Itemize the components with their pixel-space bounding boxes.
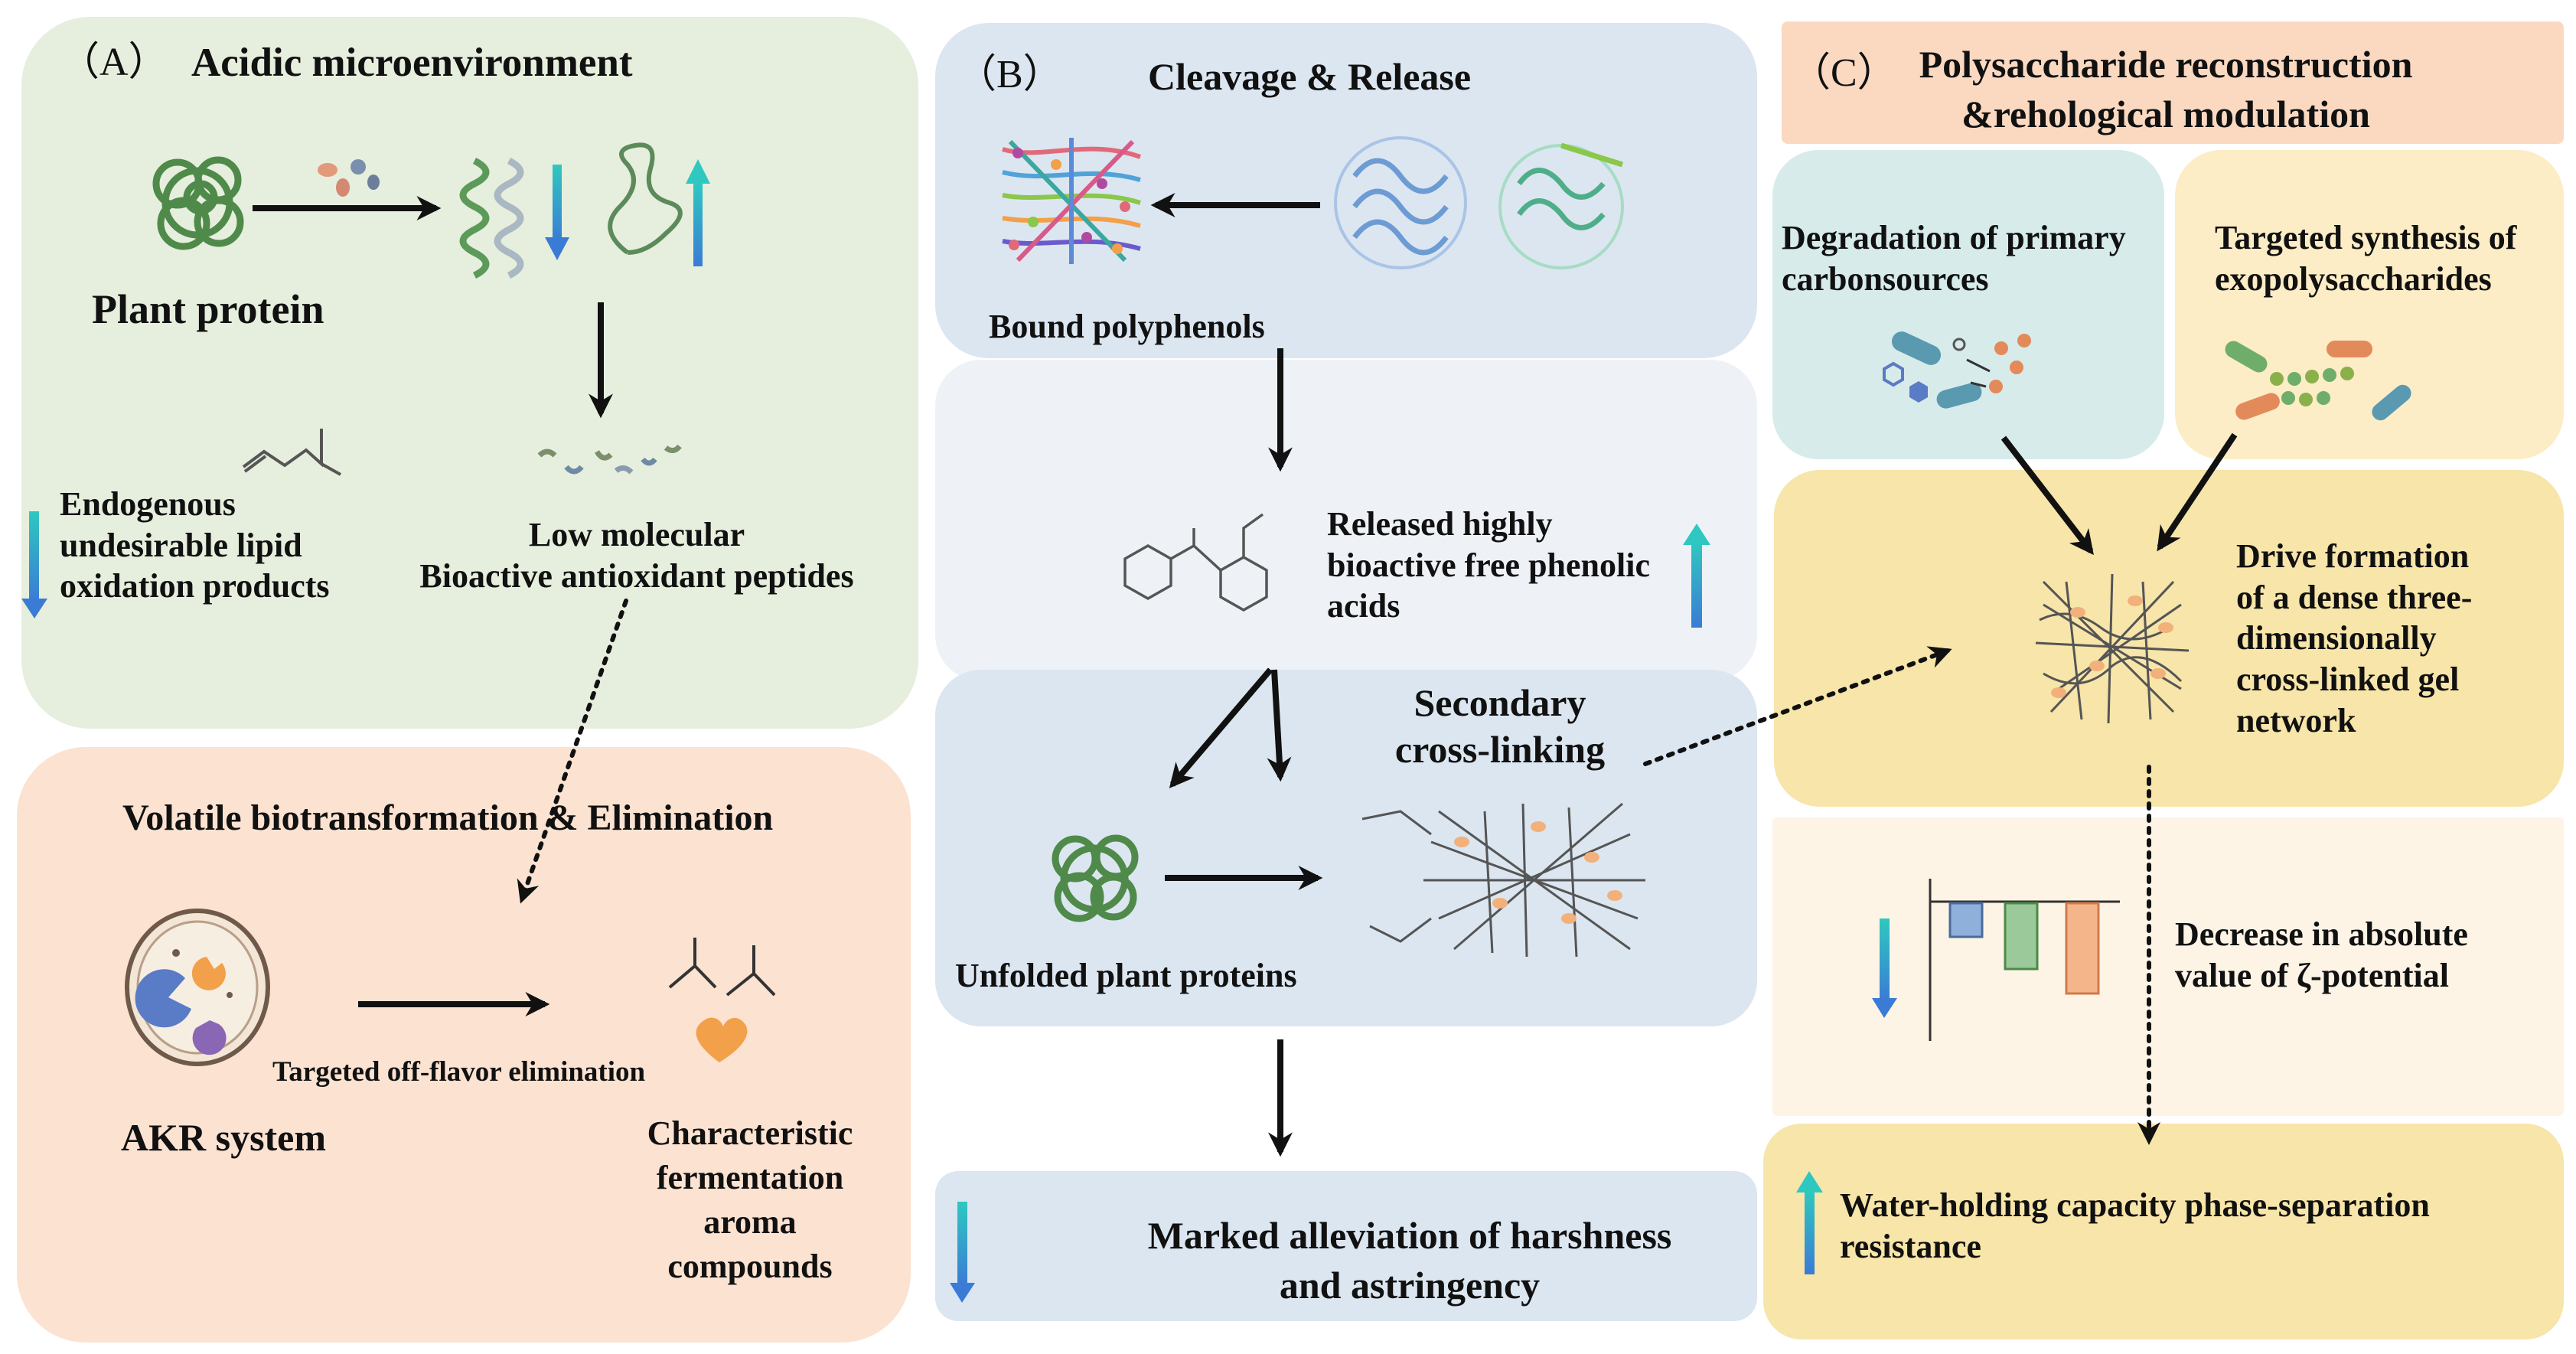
water-increase-arrow-icon: [1805, 1190, 1815, 1274]
akr-system-label: AKR system: [121, 1116, 327, 1159]
unfolded-protein-globule-icon: [1052, 834, 1139, 922]
degradation-label: Degradation of primary carbonsources: [1782, 219, 2126, 298]
panel-a-title: Acidic microenvironment: [191, 41, 633, 85]
zeta-decrease-arrow-icon: [1880, 918, 1890, 1001]
endogenous-lipid-label: Endogenous undesirable lipid oxidation p…: [60, 485, 330, 605]
zeta-potential-bar-icon: [1929, 879, 2120, 1041]
arrow-degradation-to-gel: [2000, 436, 2094, 556]
aroma-heart-icon: [696, 1017, 748, 1062]
released-phenolic-acids-label: Released highly bioactive free phenolic …: [1327, 505, 1650, 625]
panel-b-label: （B）: [957, 53, 1063, 96]
dotted-arrow-crosslink-to-gel: [1643, 646, 1952, 766]
water-holding-label: Water-holding capacity phase-separation …: [1840, 1186, 2430, 1265]
panel-c-label: （C）: [1791, 51, 1897, 95]
zeta-potential-label: Decrease in absolute value of ζ-potentia…: [2175, 915, 2468, 994]
targeted-elimination-label: Targeted off-flavor elimination: [272, 1056, 646, 1088]
gel-network-icon: [2035, 573, 2190, 724]
carbon-degradation-icon: [1883, 331, 2031, 409]
crosslinked-network-icon: [1361, 802, 1645, 958]
panel-b-bottom-background: [935, 1171, 1757, 1321]
enzyme-structure-green-icon: [1498, 142, 1624, 269]
volatile-panel-title: Volatile biotransformation & Elimination: [122, 798, 774, 838]
panel-c-zeta-box: [1772, 817, 2564, 1116]
enzyme-fragments-icon: [318, 159, 380, 197]
panel-c-title: Polysaccharide reconstruction &rehologic…: [1919, 43, 2413, 135]
panel-b-lower-background: [935, 670, 1757, 1026]
peptide-fragments-icon: [537, 444, 682, 475]
phenolic-increase-arrow-icon: [1691, 542, 1702, 628]
exopolysaccharide-synthesis-icon: [2225, 341, 2411, 421]
bound-polyphenol-network-icon: [1002, 138, 1142, 264]
lipid-oxidation-structure-icon: [242, 429, 341, 476]
unfolded-chain-icon: [608, 142, 683, 255]
panel-b-title: Cleavage & Release: [1148, 55, 1472, 98]
panel-c-teal-box: [1772, 150, 2164, 459]
gel-nodes-icon: [2051, 595, 2173, 698]
bound-polyphenols-label: Bound polyphenols: [989, 308, 1265, 345]
unfolded-proteins-label: Unfolded plant proteins: [955, 957, 1297, 994]
astringency-decrease-arrow-icon: [957, 1202, 967, 1286]
plant-protein-globule-icon: [152, 156, 244, 250]
dotted-arrow-peptides-to-volatile: [517, 599, 628, 904]
panel-a-label: （A）: [60, 41, 168, 84]
alpha-helix-icon: [459, 157, 524, 279]
lipid-decrease-arrow-icon: [29, 511, 39, 602]
panel-a-background: [21, 17, 918, 729]
arrow-synthesis-to-gel: [2157, 432, 2238, 552]
increase-arrow-icon: [693, 182, 703, 266]
aroma-molecule-icon: [668, 938, 776, 997]
panel-b-mid-background: [935, 360, 1757, 681]
panel-c-header-background: [1782, 21, 2564, 144]
arrow-released-to-crosslink: [1267, 669, 1292, 782]
targeted-synthesis-label: Targeted synthesis of exopolysaccharides: [2215, 219, 2517, 298]
plant-protein-label: Plant protein: [92, 286, 324, 332]
polyphenol-dots-icon: [1009, 148, 1130, 254]
phenolic-acid-structure-icon: [1123, 513, 1268, 612]
aroma-compounds-label: Characteristic fermentation aroma compou…: [647, 1114, 853, 1286]
panel-c-water-box: [1763, 1124, 2564, 1339]
arrow-released-to-unfolded: [1169, 667, 1273, 788]
drive-formation-label: Drive formation of a dense three- dimens…: [2236, 537, 2473, 739]
crosslink-nodes-icon: [1454, 821, 1622, 924]
enzyme-structure-blue-icon: [1334, 136, 1467, 269]
decrease-arrow-icon: [553, 165, 562, 241]
microbial-cell-icon: [125, 909, 270, 1066]
marked-alleviation-label: Marked alleviation of harshness and astr…: [1147, 1214, 1672, 1307]
secondary-crosslinking-label: Secondary cross-linking: [1394, 681, 1606, 771]
bioactive-peptides-label: Low molecular Bioactive antioxidant pept…: [419, 516, 854, 595]
